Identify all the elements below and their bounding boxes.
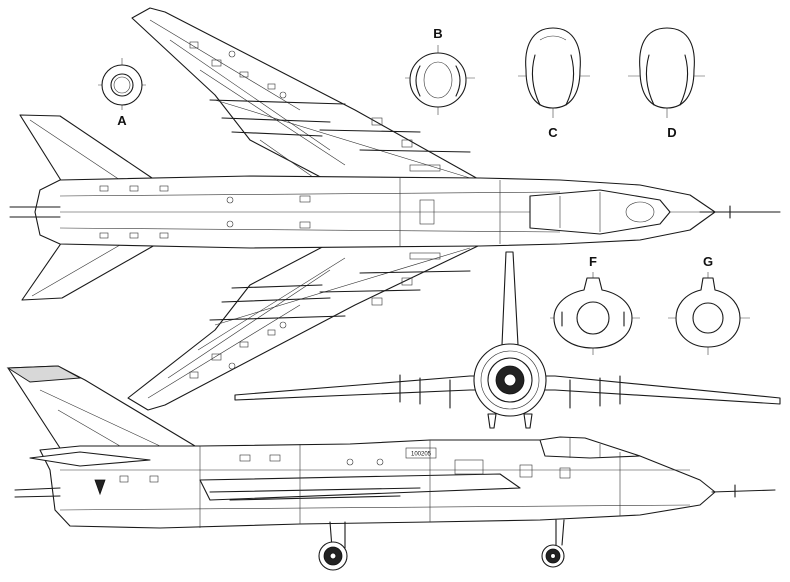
section-a: A [98,58,146,128]
section-label-c: C [548,125,558,140]
serial-marking: 100205 [411,452,432,458]
main-landing-gear [318,521,348,571]
top-view-upper-tailplane [19,114,156,183]
section-f: F [550,254,640,355]
section-b: B [405,26,475,115]
nose-landing-gear [541,519,565,568]
front-view-fin [501,251,519,346]
section-label-b: B [433,26,442,41]
top-view [9,7,781,411]
side-view: 100205 [6,365,776,571]
section-g: G [668,254,750,355]
side-view-canopy [539,436,641,459]
section-d: D [628,27,705,140]
front-view [234,251,781,429]
top-view-lower-tailplane [21,241,156,301]
section-label-d: D [667,125,676,140]
section-label-a: A [117,113,127,128]
section-c: C [518,27,590,140]
section-label-g: G [703,254,713,269]
section-label-f: F [589,254,597,269]
